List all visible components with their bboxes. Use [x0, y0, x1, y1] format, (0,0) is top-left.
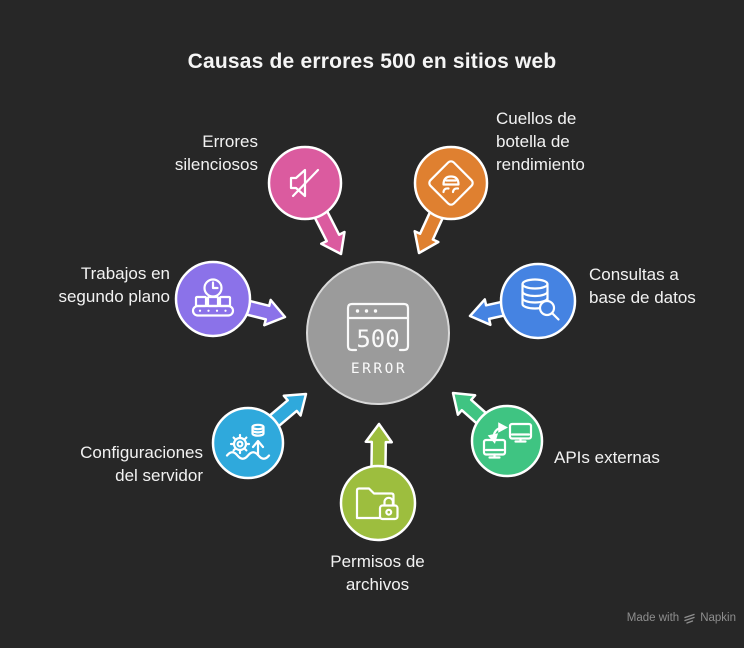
node-permisos-archivos: [339, 464, 417, 542]
watermark-prefix: Made with: [626, 611, 680, 624]
label-permisos-archivos: Permisos de archivos: [330, 552, 425, 594]
muted-speaker-icon: [289, 168, 320, 198]
browser-window-icon: 500 ERROR: [346, 302, 410, 377]
slippery-road-sign-icon: [428, 160, 474, 206]
node-cuellos-de-botella: [413, 145, 489, 221]
label-trabajos-segundo-plano: Trabajos en segundo plano: [58, 264, 170, 306]
label-errores-silenciosos: Errores silenciosos: [174, 132, 258, 174]
database-search-icon: [521, 278, 560, 321]
page-title: Causas de errores 500 en sitios web: [187, 50, 557, 73]
napkin-logo-icon: [684, 613, 695, 624]
watermark-brand: Napkin: [700, 611, 736, 624]
node-configuraciones-servidor: [211, 406, 285, 480]
label-consultas-base-datos: Consultas a base de datos: [589, 265, 696, 307]
node-consultas-base-datos: [499, 262, 577, 340]
server-config-icon: [225, 423, 271, 460]
error-label: ERROR: [351, 361, 407, 377]
node-trabajos-segundo-plano: [174, 260, 252, 338]
node-apis-externas: [470, 404, 544, 478]
watermark: Made with Napkin: [627, 611, 736, 624]
label-configuraciones-servidor: Configuraciones del servidor: [80, 443, 203, 485]
label-cuellos-de-botella: Cuellos de botella de rendimiento: [496, 109, 585, 174]
node-errores-silenciosos: [267, 145, 343, 221]
center-error-node: 500 ERROR: [306, 261, 450, 405]
monitors-sync-icon: [482, 422, 533, 459]
folder-lock-icon: [355, 487, 399, 521]
label-apis-externas: APIs externas: [554, 448, 660, 467]
error-code: 500: [356, 325, 399, 353]
conveyor-clock-icon: [191, 278, 235, 317]
